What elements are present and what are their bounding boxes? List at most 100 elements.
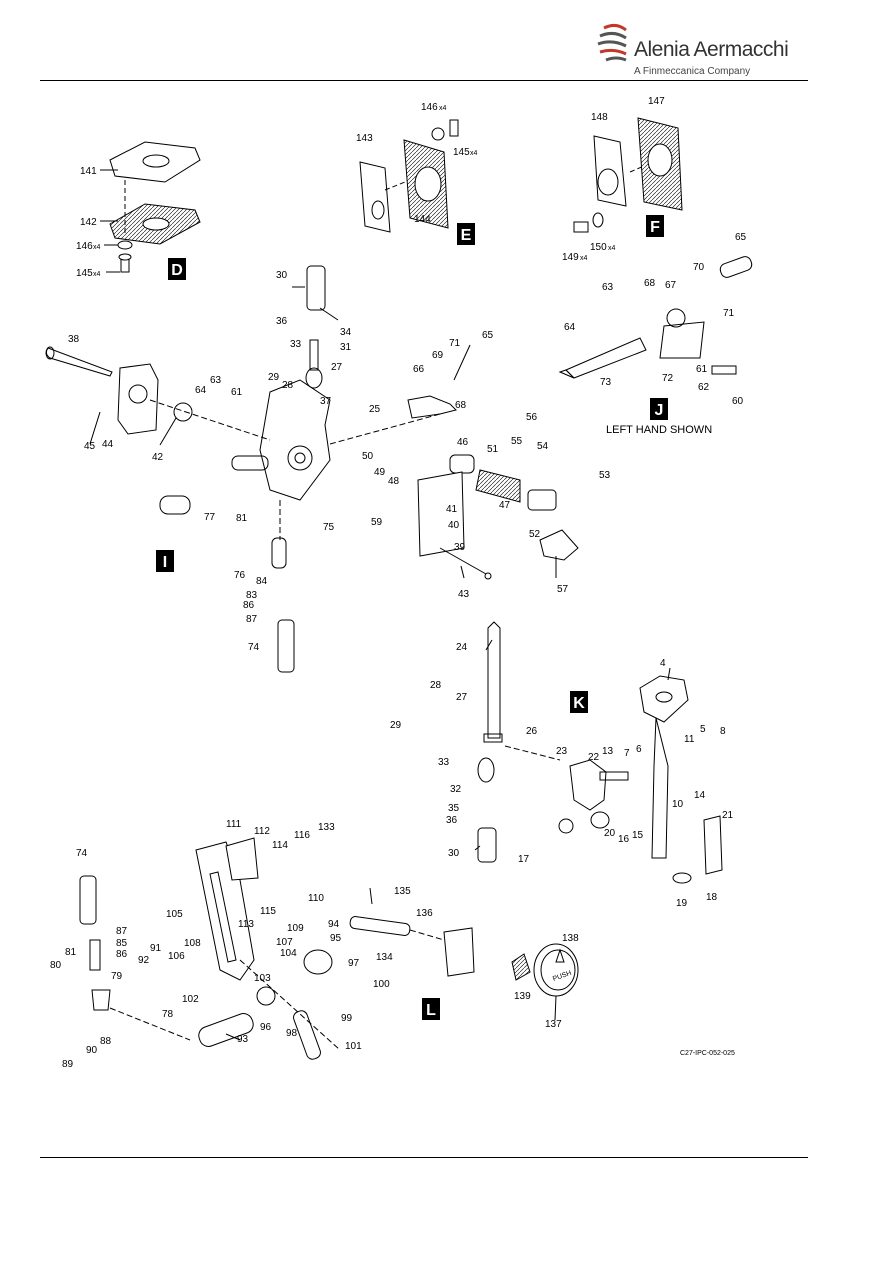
item-number: 141 (80, 166, 97, 177)
item-number: 95 (330, 933, 342, 944)
item-number: 56 (526, 412, 538, 423)
item-number: 64 (564, 322, 576, 333)
item-number: 112 (254, 826, 270, 837)
item-number: 19 (676, 898, 688, 909)
item-number: 39 (454, 542, 466, 553)
company-name: Alenia Aermacchi (634, 38, 789, 61)
item-number: 94 (328, 919, 340, 930)
item-number: 44 (102, 439, 114, 450)
header-rule (40, 80, 808, 81)
item-number: 5 (700, 724, 706, 735)
callout-leaders (89, 286, 671, 1041)
item-number: 75 (323, 522, 335, 533)
item-number: 36 (276, 316, 288, 327)
item-number: 62 (698, 382, 710, 393)
view-letter-d: D (171, 262, 183, 279)
item-number: 111 (226, 819, 242, 830)
item-number: 67 (665, 280, 677, 291)
item-number: 100 (373, 979, 390, 990)
item-number: 27 (456, 692, 468, 703)
item-number: 29 (268, 372, 280, 383)
item-number: 110 (308, 893, 324, 904)
view-letter-k: K (573, 695, 585, 712)
item-callouts: 141 142 146 x4 145 x4 146 x4 145 x4 143 … (50, 96, 747, 1070)
item-number: 101 (345, 1041, 362, 1052)
item-number: 54 (537, 441, 549, 452)
company-logo: Alenia Aermacchi A Finmeccanica Company (596, 22, 796, 80)
item-number: 48 (388, 476, 400, 487)
item-number: 80 (50, 960, 62, 971)
item-number: 72 (662, 373, 674, 384)
item-number: 92 (138, 955, 150, 966)
view-d-assembly (100, 141, 201, 273)
item-number: 115 (260, 906, 276, 917)
item-number: 26 (526, 726, 538, 737)
item-number: 134 (376, 952, 393, 963)
view-letter-j: J (655, 402, 664, 419)
item-number: 52 (529, 529, 541, 540)
drawing-number: C27-IPC-052-025 (680, 1050, 735, 1057)
item-number: 8 (720, 726, 726, 737)
item-number: 46 (457, 437, 469, 448)
view-e-assembly (359, 119, 459, 233)
item-number: 133 (318, 822, 335, 833)
view-k-assembly (477, 621, 723, 884)
quantity-suffix: x4 (580, 255, 588, 262)
view-f-assembly (573, 117, 683, 233)
item-number: 28 (430, 680, 442, 691)
item-number: 88 (100, 1036, 112, 1047)
item-number: 96 (260, 1022, 272, 1033)
view-letter-i: I (163, 554, 167, 571)
quantity-suffix: x4 (608, 245, 616, 252)
item-number: 103 (254, 973, 271, 984)
item-number: 146 (421, 102, 438, 113)
item-number: 113 (238, 919, 254, 930)
item-number: 102 (182, 994, 199, 1005)
item-number: 109 (287, 923, 304, 934)
item-number: 37 (320, 396, 332, 407)
item-number: 142 (80, 217, 97, 228)
item-number: 50 (362, 451, 374, 462)
item-number: 29 (390, 720, 402, 731)
item-number: 91 (150, 943, 162, 954)
item-number: 34 (340, 327, 352, 338)
item-number: 63 (602, 282, 614, 293)
item-number: 90 (86, 1045, 98, 1056)
item-number: 27 (331, 362, 343, 373)
item-number: 86 (243, 600, 255, 611)
item-number: 65 (482, 330, 494, 341)
item-number: 38 (68, 334, 80, 345)
footer-rule (40, 1157, 808, 1158)
item-number: 4 (660, 658, 666, 669)
item-number: 22 (588, 752, 600, 763)
view-j-assembly (558, 256, 753, 379)
logo-emblem-icon (597, 23, 627, 62)
item-number: 146 (76, 241, 93, 252)
item-number: 79 (111, 971, 123, 982)
item-number: 7 (624, 748, 630, 759)
item-number: 87 (246, 614, 258, 625)
item-number: 30 (448, 848, 460, 859)
item-number: 98 (286, 1028, 298, 1039)
item-number: 97 (348, 958, 360, 969)
item-number: 18 (706, 892, 718, 903)
item-number: 86 (116, 949, 128, 960)
view-j-note: LEFT HAND SHOWN (606, 424, 712, 436)
item-number: 89 (62, 1059, 74, 1070)
item-number: 28 (282, 380, 294, 391)
item-number: 83 (246, 590, 258, 601)
item-number: 138 (562, 933, 579, 944)
item-number: 11 (684, 734, 695, 745)
view-letter-e: E (461, 227, 472, 244)
item-number: 42 (152, 452, 164, 463)
view-letter-l: L (426, 1002, 436, 1019)
item-number: 49 (374, 467, 386, 478)
item-number: 33 (438, 757, 450, 768)
item-number: 144 (414, 214, 431, 225)
view-i-assembly (45, 265, 579, 673)
item-number: 41 (446, 504, 458, 515)
item-number: 30 (276, 270, 288, 281)
view-letter-badges: D E F I J K L (156, 215, 668, 1020)
item-number: 99 (341, 1013, 353, 1024)
